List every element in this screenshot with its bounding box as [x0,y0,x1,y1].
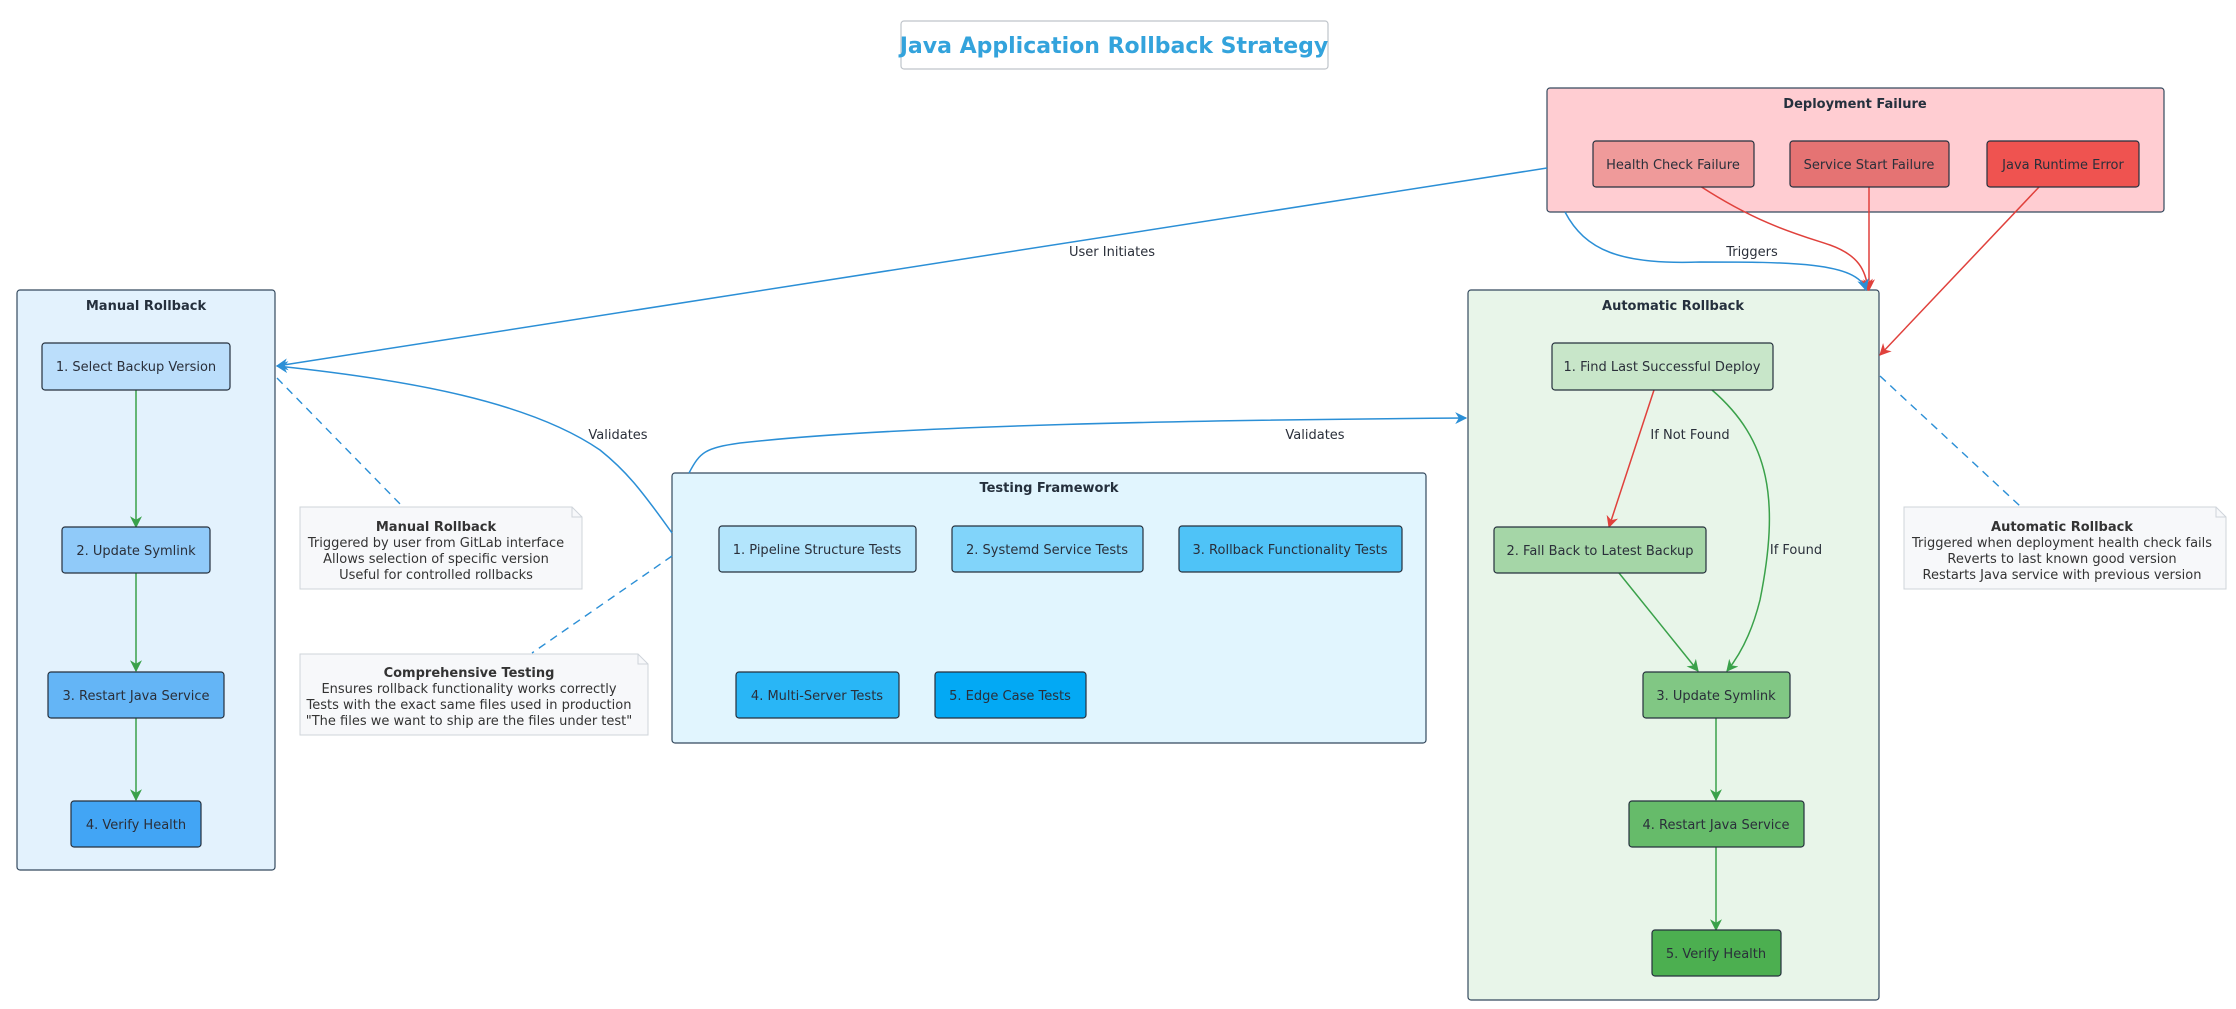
edge-if-found [1711,389,1771,672]
group-title-automatic-rollback: Automatic Rollback [1602,299,1744,314]
node-test-systemd-service[interactable]: 2. Systemd Service Tests [951,525,1144,573]
note-automatic-rollback: Automatic Rollback Triggered when deploy… [1903,506,2227,590]
node-label: Java Runtime Error [2001,158,2124,173]
edge-java-runtime-error [1879,185,2041,356]
note-manual-line: Useful for controlled rollbacks [339,568,533,583]
note-testing-line: Tests with the exact same files used in … [306,698,632,713]
node-label: 1. Select Backup Version [56,360,216,375]
edge-triggers [1564,211,1869,292]
node-label: 1. Pipeline Structure Tests [733,543,902,558]
group-automatic-rollback: Automatic Rollback [1467,289,1880,1001]
group-title-testing-framework: Testing Framework [979,481,1118,496]
node-auto-restart-java-service[interactable]: 4. Restart Java Service [1628,800,1805,848]
node-label: Service Start Failure [1804,158,1935,173]
node-label: 1. Find Last Successful Deploy [1564,360,1761,375]
node-auto-fall-back-to-latest-backup[interactable]: 2. Fall Back to Latest Backup [1493,526,1707,574]
edge-validates-automatic [688,412,1468,474]
edge-validates-manual [275,361,673,534]
node-auto-find-last-successful-deploy[interactable]: 1. Find Last Successful Deploy [1551,342,1774,391]
edge-label-user-initiates: User Initiates [1069,245,1155,260]
edge-label-triggers: Triggers [1725,245,1778,260]
note-connector [276,377,403,507]
node-label: Health Check Failure [1606,158,1740,173]
note-comprehensive-testing: Comprehensive Testing Ensures rollback f… [299,653,649,736]
edge-auto-2-3 [1618,572,1699,672]
note-automatic-line: Triggered when deployment health check f… [1911,536,2212,551]
node-manual-select-backup-version[interactable]: 1. Select Backup Version [41,342,231,391]
node-label: 4. Multi-Server Tests [751,689,883,704]
note-manual-line: Triggered by user from GitLab interface [307,536,564,551]
node-label: 3. Restart Java Service [62,689,209,704]
edge-label-validates-manual: Validates [588,428,647,443]
edge-label-if-found: If Found [1770,543,1822,558]
node-label: 3. Update Symlink [1656,689,1776,704]
node-health-check-failure[interactable]: Health Check Failure [1592,140,1755,188]
note-manual-rollback: Manual Rollback Triggered by user from G… [299,506,583,590]
node-auto-update-symlink[interactable]: 3. Update Symlink [1642,671,1791,719]
note-connector [1879,375,2021,507]
group-title-deployment-failure: Deployment Failure [1783,97,1927,112]
edge-label-if-not-found: If Not Found [1650,428,1729,443]
node-test-edge-case[interactable]: 5. Edge Case Tests [934,671,1087,719]
note-automatic-title: Automatic Rollback [1991,520,2133,535]
node-manual-restart-java-service[interactable]: 3. Restart Java Service [47,671,225,719]
edge-user-initiates [275,167,1548,371]
node-test-pipeline-structure[interactable]: 1. Pipeline Structure Tests [718,525,917,573]
node-label: 3. Rollback Functionality Tests [1193,543,1388,558]
node-service-start-failure[interactable]: Service Start Failure [1789,140,1950,188]
node-java-runtime-error[interactable]: Java Runtime Error [1986,140,2140,188]
node-label: 2. Systemd Service Tests [966,543,1128,558]
node-label: 5. Edge Case Tests [949,689,1071,704]
group-manual-rollback: Manual Rollback [16,289,276,871]
note-automatic-line: Reverts to last known good version [1947,552,2176,567]
node-auto-verify-health[interactable]: 5. Verify Health [1651,929,1782,977]
note-testing-line: "The files we want to ship are the files… [306,714,633,729]
note-testing-line: Ensures rollback functionality works cor… [321,682,616,697]
note-automatic-line: Restarts Java service with previous vers… [1923,568,2202,583]
node-manual-update-symlink[interactable]: 2. Update Symlink [61,526,211,574]
edge-label-validates-automatic: Validates [1285,428,1344,443]
node-label: 2. Update Symlink [76,544,196,559]
note-connector [531,555,673,654]
note-manual-title: Manual Rollback [376,520,497,535]
node-test-multi-server[interactable]: 4. Multi-Server Tests [735,671,900,719]
diagram-title: Java Application Rollback Strategy [898,20,1329,70]
node-test-rollback-functionality[interactable]: 3. Rollback Functionality Tests [1178,525,1403,573]
node-label: 4. Restart Java Service [1642,818,1789,833]
note-testing-title: Comprehensive Testing [384,666,555,681]
node-label: 2. Fall Back to Latest Backup [1507,544,1694,559]
group-title-manual-rollback: Manual Rollback [86,299,207,314]
edge-if-not-found [1606,389,1655,529]
node-label: 4. Verify Health [86,818,186,833]
edge-health-check-failure [1699,185,1873,292]
node-label: 5. Verify Health [1666,947,1766,962]
note-manual-line: Allows selection of specific version [323,552,549,567]
node-manual-verify-health[interactable]: 4. Verify Health [70,800,202,848]
diagram-title-text: Java Application Rollback Strategy [898,34,1329,59]
